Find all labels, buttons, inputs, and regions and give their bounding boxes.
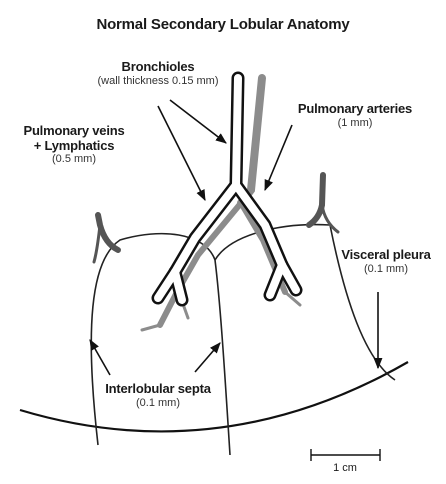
scale-bar bbox=[311, 449, 380, 461]
label-pulmonary-veins-detail: (0.5 mm) bbox=[14, 153, 134, 165]
scale-bar-label: 1 cm bbox=[325, 462, 365, 474]
label-interlobular-septa: Interlobular septa (0.1 mm) bbox=[88, 382, 228, 409]
label-bronchioles-name: Bronchioles bbox=[68, 60, 248, 75]
label-pulmonary-veins: Pulmonary veins + Lymphatics (0.5 mm) bbox=[14, 124, 134, 165]
label-pulmonary-arteries: Pulmonary arteries (1 mm) bbox=[280, 102, 430, 129]
arrow-bronchiole-right bbox=[170, 100, 226, 143]
label-lymphatics-name: + Lymphatics bbox=[14, 139, 134, 154]
arrow-pulmonary-artery bbox=[265, 125, 292, 190]
label-bronchioles: Bronchioles (wall thickness 0.15 mm) bbox=[68, 60, 248, 87]
label-visceral-pleura-detail: (0.1 mm) bbox=[330, 263, 442, 275]
arrow-septa-right bbox=[195, 343, 220, 372]
label-interlobular-septa-name: Interlobular septa bbox=[88, 382, 228, 397]
bronchiole-tree bbox=[158, 78, 296, 300]
label-interlobular-septa-detail: (0.1 mm) bbox=[88, 397, 228, 409]
arrow-bronchiole-left bbox=[158, 106, 205, 200]
label-visceral-pleura-name: Visceral pleura bbox=[330, 248, 442, 263]
label-pulmonary-veins-name: Pulmonary veins bbox=[14, 124, 134, 139]
label-bronchioles-detail: (wall thickness 0.15 mm) bbox=[68, 75, 248, 87]
label-pulmonary-arteries-name: Pulmonary arteries bbox=[280, 102, 430, 117]
label-visceral-pleura: Visceral pleura (0.1 mm) bbox=[330, 248, 442, 275]
label-pulmonary-arteries-detail: (1 mm) bbox=[280, 117, 430, 129]
diagram-title: Normal Secondary Lobular Anatomy bbox=[0, 16, 446, 33]
arrow-septa-left bbox=[90, 340, 110, 375]
